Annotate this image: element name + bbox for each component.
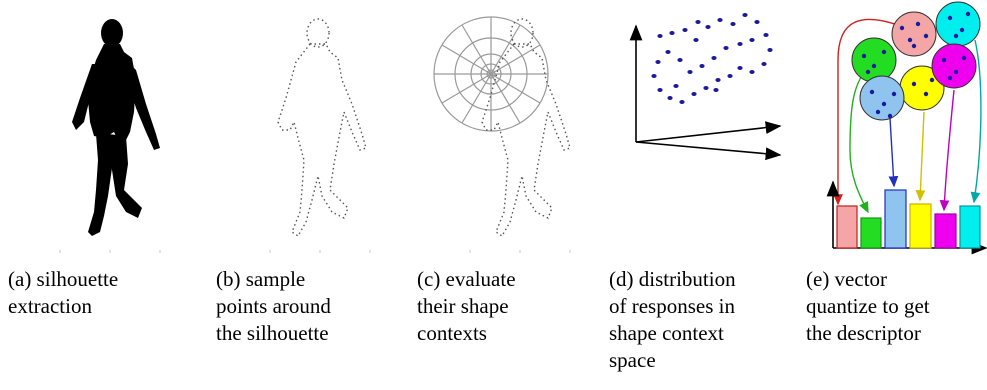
caption-vector-quantize: (e) vector quantize to get the descripto… bbox=[806, 267, 930, 345]
contour-with-context bbox=[481, 18, 571, 237]
silhouette-figure bbox=[72, 19, 160, 236]
caption-sample-points: (b) sample points around the silhouette bbox=[216, 267, 331, 345]
response-points bbox=[651, 13, 773, 104]
caption-shape-contexts: (c) evaluate their shape contexts bbox=[417, 267, 516, 345]
caption-distribution: (d) distribution of responses in shape c… bbox=[609, 267, 736, 372]
axis-ticks-b bbox=[269, 250, 371, 253]
log-polar-grid bbox=[433, 16, 549, 132]
sampled-contour bbox=[277, 18, 367, 237]
shape-context-space-axes bbox=[629, 24, 782, 161]
axis-ticks-a bbox=[59, 250, 161, 253]
vector-quantization bbox=[826, 1, 987, 255]
axis-ticks-c bbox=[469, 250, 571, 253]
caption-silhouette-extraction: (a) silhouette extraction bbox=[8, 267, 119, 318]
